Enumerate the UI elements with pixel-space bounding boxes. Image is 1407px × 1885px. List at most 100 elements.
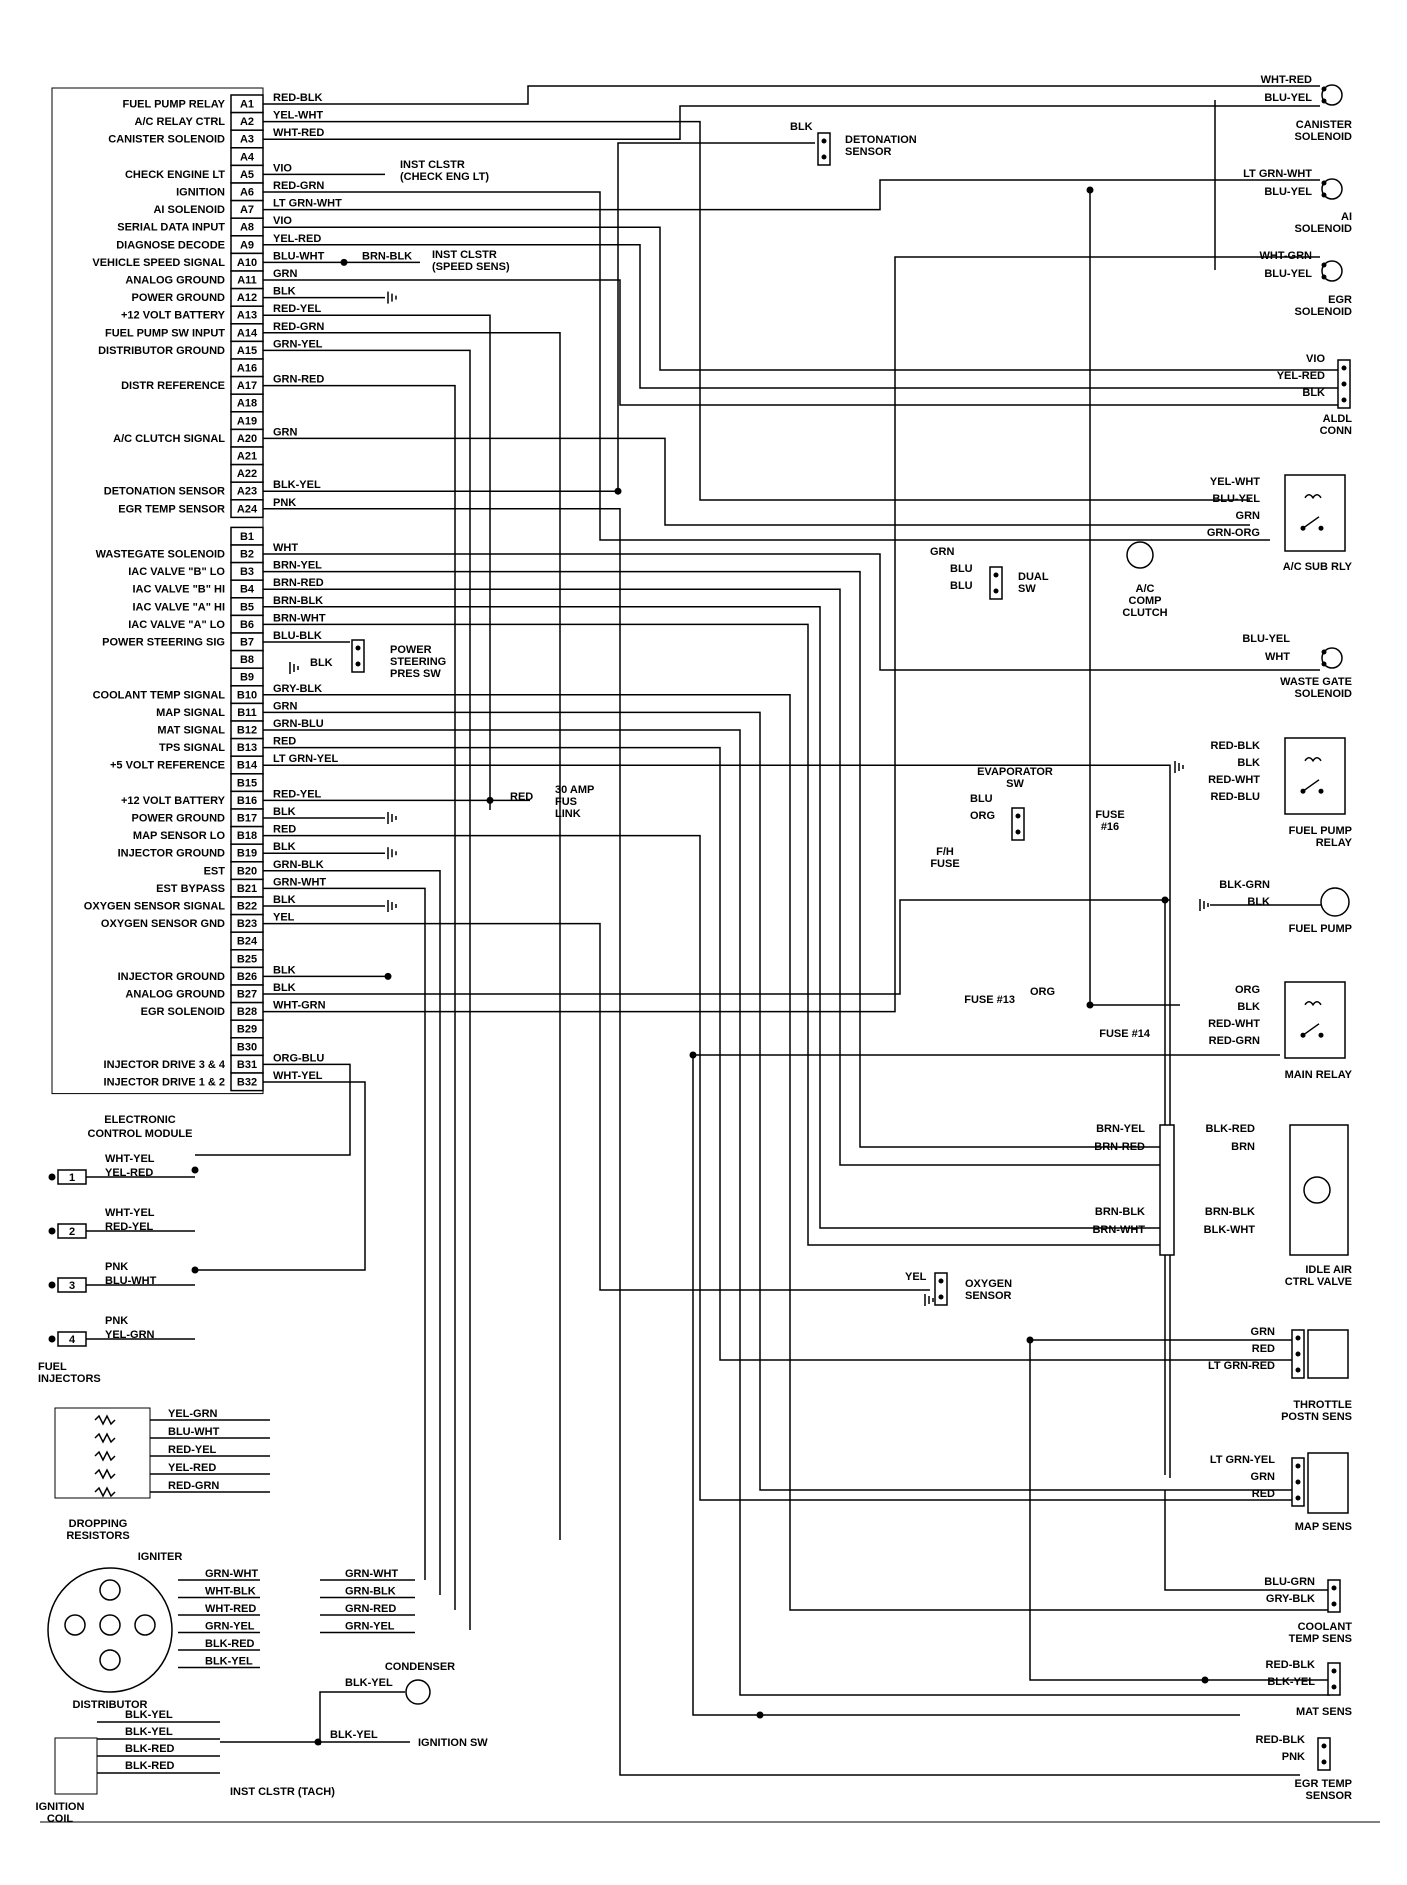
junction-dot [191,1166,199,1174]
ecm-signal-label: A/C RELAY CTRL [135,116,226,128]
iac-right-wire-label: BRN [1231,1141,1255,1153]
ac-sub-relay-icon [1284,474,1346,552]
wire-b21 [307,887,426,1580]
detonation-sensor-label: DETONATION [845,134,917,146]
ecm-pin-b20: B20 [237,865,257,877]
injector-number: 2 [69,1226,75,1238]
ecm-pin-a6: A6 [240,187,254,199]
ac-comp-clutch-label: COMP [1129,595,1162,607]
solenoid-pin [1321,262,1327,268]
wire-color-label: BRN-YEL [273,560,322,572]
detonation-sensor-icon [817,132,831,166]
ecm-signal-label: ANALOG GROUND [125,275,225,287]
ignition-coil-wire-label: BLK-RED [125,1743,175,1755]
brn-blk-label: BRN-BLK [362,250,412,262]
oxygen-sensor-label: OXYGEN [965,1278,1012,1290]
ecm-signal-label: DIAGNOSE DECODE [116,239,225,251]
ecm-pin-b30: B30 [237,1041,257,1053]
egr-temp-wire-label: PNK [1282,1751,1305,1763]
distributor-right-wire-label: GRN-RED [345,1603,396,1615]
power-steering-switch-label: STEERING [390,656,446,668]
wire-color-label: RED-GRN [273,180,324,192]
main-relay-wire-label: RED-GRN [1209,1035,1260,1047]
ecm-signal-label: DETONATION SENSOR [104,486,225,498]
map-connector-icon [1291,1457,1305,1507]
ecm-signal-label: IAC VALVE "A" HI [132,601,225,613]
tps-label: THROTTLE [1293,1399,1352,1411]
mat-sensor-label: MAT SENS [1296,1706,1352,1718]
iac-motor-icon [1303,1176,1331,1204]
wire-b20 [307,870,441,1595]
ecm-pin-b25: B25 [237,953,257,965]
fh-fuse-label: F/H [936,846,954,858]
ecm-signal-label: CANISTER SOLENOID [108,134,225,146]
igniter-label: IGNITER [138,1551,183,1563]
fuel-pump-relay-icon [1284,737,1346,815]
canister-solenoid-wire-label: BLU-YEL [1264,92,1312,104]
relay-contact [1300,525,1306,531]
ac-comp-clutch-label: A/C [1136,583,1155,595]
ecm-pin-b22: B22 [237,901,257,913]
connector-pin [1295,1479,1301,1485]
connector-body [989,566,1003,600]
ecm-signal-label: CHECK ENGINE LT [125,169,225,181]
wire-color-label: LT GRN-WHT [273,198,342,210]
condenser-wire-label: BLK-YEL [345,1677,393,1689]
distributor-right-wire-label: GRN-WHT [345,1568,398,1580]
ecm-pin-b1: B1 [240,531,254,543]
wire-a2 [307,120,1250,501]
ecm-signal-label: MAP SIGNAL [156,707,225,719]
dropping-resistor-wire-label: RED-GRN [168,1480,219,1492]
wire-a7 [307,179,1320,211]
solenoid-pin [1321,192,1327,198]
wire-color-label: BLK [273,964,296,976]
ecm-pin-b17: B17 [237,813,257,825]
connector-body [1327,1579,1341,1613]
junction-dot [48,1227,56,1235]
relay-contact [1300,788,1306,794]
ecm-signal-label: +12 VOLT BATTERY [121,310,226,322]
egr-temp-sensor-label: EGR TEMP [1295,1778,1352,1790]
aldl-wire-label: VIO [1306,353,1325,365]
fuse-16-label: #16 [1101,821,1119,833]
main-relay-wire-label: RED-WHT [1208,1018,1260,1030]
components: BLKDETONATIONSENSORWHT-REDBLU-YELCANISTE… [36,74,1353,1825]
relay-coil [1304,1001,1322,1007]
resistor-icon [94,1414,116,1426]
ground-icon [387,291,397,304]
fuse-link-label: 30 AMP [555,784,594,796]
wire-color-label: BLU-BLK [273,630,322,642]
wire-color-label: LT GRN-YEL [273,753,338,765]
ecm-pin-a10: A10 [237,257,257,269]
ecm-pin-a9: A9 [240,239,254,251]
connector-pin [993,572,999,578]
ecm-signal-label: EGR TEMP SENSOR [118,503,225,515]
wire-color-label: BRN-BLK [273,595,323,607]
connector-body [1011,807,1025,841]
aldl-connector-icon [1337,359,1351,409]
distributor-left-wire-label: BLK-RED [205,1638,255,1650]
wire-a11 [307,279,1350,406]
wire-color-label: GRN [273,700,298,712]
wire-color-label: GRN-WHT [273,876,326,888]
connector-pin [1331,1601,1337,1607]
wire-coolant-ret [1164,1490,1330,1591]
wire-a23 [307,142,815,492]
ecm-pin-b31: B31 [237,1059,257,1071]
map-sensor-icon [1307,1452,1349,1514]
fuel-pump-relay-label: FUEL PUMP [1289,825,1352,837]
connector-pin [1295,1335,1301,1341]
dropping-resistor-wire-label: BLU-WHT [168,1426,220,1438]
solenoid-coil [1321,647,1343,669]
ecm-signal-label: VEHICLE SPEED SIGNAL [92,257,225,269]
wire-color-label: BLK [273,894,296,906]
fuse-16-label: FUSE [1095,809,1124,821]
ecm-signal-label: IAC VALVE "A" LO [128,619,225,631]
ecm-signal-label: EST BYPASS [156,883,225,895]
connector-pin [821,154,827,160]
oxygen-sensor-icon [934,1272,948,1306]
ecm-pin-a23: A23 [237,486,257,498]
connector-pin [1331,1684,1337,1690]
condenser-label: CONDENSER [385,1661,455,1673]
